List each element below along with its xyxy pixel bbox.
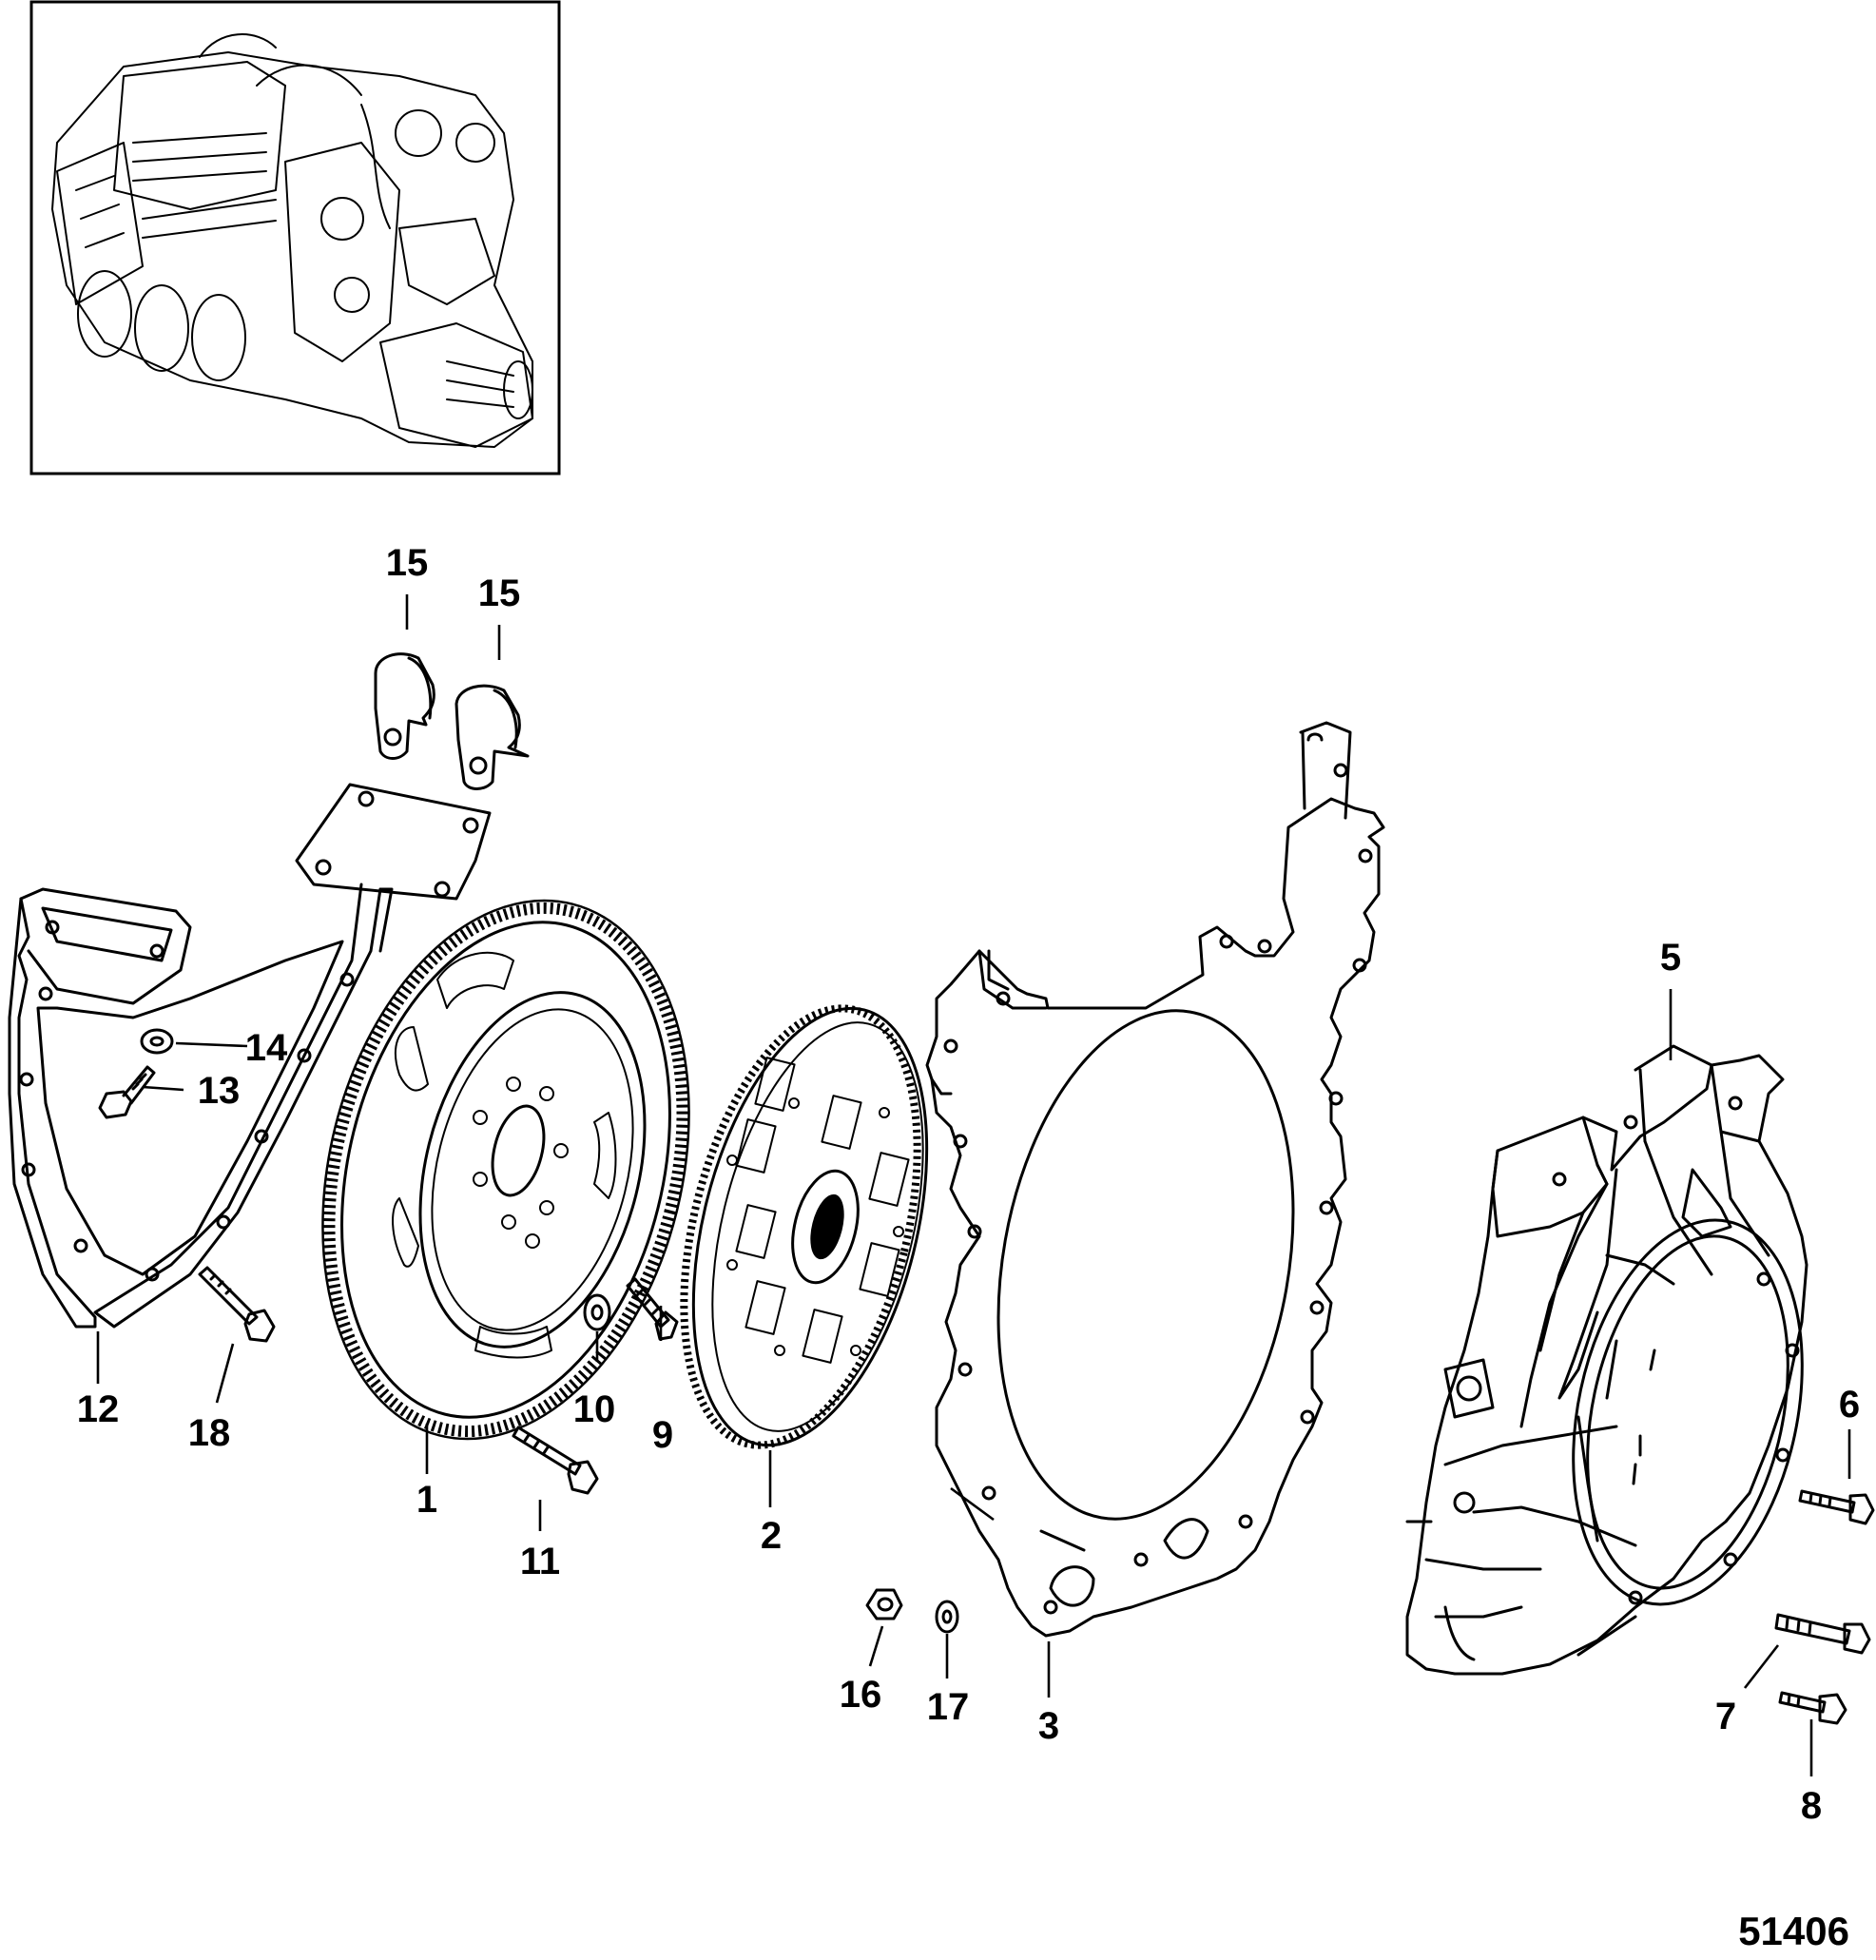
callout-13: 13 [198, 1070, 241, 1112]
callout-15-left: 15 [386, 542, 429, 584]
flywheel-part-1 [321, 899, 690, 1441]
callout-12: 12 [77, 1388, 120, 1430]
callout-5: 5 [1660, 937, 1681, 979]
washer-part-14 [140, 1028, 174, 1055]
callout-labels: 15 15 5 14 13 12 18 10 9 1 11 2 6 16 17 … [77, 542, 1860, 1827]
bolt-part-13 [98, 1065, 156, 1119]
callout-15-right: 15 [478, 572, 521, 614]
callout-18: 18 [188, 1412, 231, 1454]
bolt-part-8 [1778, 1691, 1847, 1725]
callout-3: 3 [1038, 1705, 1059, 1747]
rear-mount-bracket-part-12 [8, 783, 492, 1329]
bell-housing-part-5 [1405, 1044, 1808, 1676]
callout-8: 8 [1801, 1785, 1822, 1827]
figure-number: 51406 [1738, 1909, 1849, 1953]
washer-part-10 [583, 1293, 611, 1331]
callout-7: 7 [1715, 1696, 1736, 1737]
bolt-part-18 [198, 1266, 276, 1343]
callout-14: 14 [245, 1027, 288, 1069]
callout-16: 16 [840, 1674, 882, 1716]
nut-part-16 [865, 1588, 903, 1620]
callout-6: 6 [1839, 1384, 1860, 1426]
callout-2: 2 [761, 1515, 782, 1557]
bolt-part-9 [626, 1277, 679, 1341]
damper-plate-part-2 [680, 1004, 929, 1449]
clamp-part-15-right [454, 684, 530, 790]
leader-lines [96, 594, 1851, 1776]
clamp-part-15-left [374, 652, 435, 760]
callout-17: 17 [927, 1686, 970, 1728]
callout-1: 1 [416, 1479, 437, 1521]
callout-11: 11 [520, 1541, 560, 1582]
bolt-part-7 [1774, 1613, 1871, 1655]
adapter-plate-part-3 [925, 721, 1385, 1638]
engine-illustration [51, 33, 533, 448]
washer-part-17 [935, 1600, 959, 1634]
callout-10: 10 [573, 1388, 616, 1430]
callout-9: 9 [652, 1414, 673, 1456]
bolt-part-11 [512, 1426, 599, 1495]
bolt-part-6 [1798, 1489, 1875, 1525]
engine-overview-inset [29, 0, 561, 475]
